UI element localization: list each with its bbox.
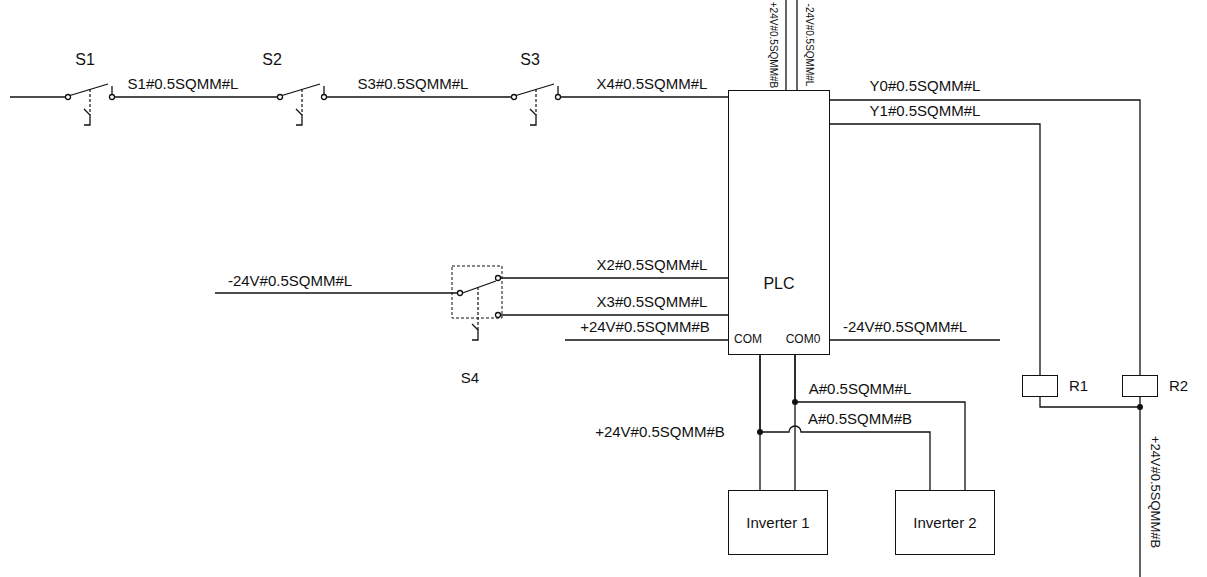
wire-label: S1#0.5SQMM#L — [128, 76, 239, 93]
wire-label: -24V#0.5SQMM#L — [843, 319, 967, 336]
wire-label: X2#0.5SQMM#L — [597, 257, 708, 274]
wire-label: A#0.5SQMM#B — [808, 411, 912, 428]
plc-box: PLC — [728, 90, 830, 355]
switch-name: S1 — [75, 51, 95, 69]
node-title: PLC — [763, 275, 794, 293]
wire-label: X4#0.5SQMM#L — [597, 76, 708, 93]
node-title: Inverter 2 — [913, 514, 976, 531]
wire-label: +24V#0.5SQMM#B — [580, 319, 710, 336]
switch-actuator — [477, 287, 478, 330]
wire-label: Y0#0.5SQMM#L — [870, 78, 981, 95]
wire — [785, 0, 786, 90]
relay-coil: R2 — [1122, 375, 1158, 397]
switch-symbol — [66, 84, 115, 125]
wire — [830, 339, 1000, 340]
wire — [565, 339, 728, 340]
wire-connector — [1040, 397, 1140, 407]
wire-label: -24V#0.5SQMM#L — [228, 273, 352, 290]
wire-connector — [760, 355, 930, 490]
relay-coil: R1 — [1022, 375, 1058, 397]
wire — [561, 96, 729, 97]
switch-blade — [463, 281, 497, 293]
switch-actuator — [472, 324, 478, 340]
inverter-box: Inverter 1 — [728, 490, 828, 555]
switch-name: S2 — [262, 51, 282, 69]
switch-name: S3 — [520, 51, 540, 69]
switch-symbol — [512, 84, 561, 125]
wire-label: +24V#0.5SQMM#B — [1148, 436, 1162, 548]
wire — [796, 0, 797, 90]
pin-name: COM0 — [786, 333, 821, 346]
wire-label: +24V#0.5SQMM#B — [595, 424, 725, 441]
wire-label: X3#0.5SQMM#L — [597, 294, 708, 311]
switch-terminal — [496, 313, 501, 318]
relay-name: R1 — [1069, 378, 1088, 395]
wire-connector — [795, 355, 965, 490]
switch-name: S4 — [461, 370, 479, 387]
wire-label: Y1#0.5SQMM#L — [870, 103, 981, 120]
wire — [215, 292, 458, 293]
wire-label: +24V#0.5SQMM#B — [768, 2, 779, 88]
switch-housing — [452, 266, 502, 318]
wire — [1139, 407, 1140, 577]
wire-connector — [830, 124, 1040, 375]
switch-terminal — [458, 291, 463, 296]
relay-name: R2 — [1169, 378, 1188, 395]
wire-connector — [830, 100, 1140, 375]
switch-terminal — [496, 276, 501, 281]
wire-label: -24V#0.5SQMM#L — [804, 4, 815, 87]
pin-name: COM — [734, 333, 762, 346]
wire — [115, 96, 278, 97]
wire — [10, 96, 66, 97]
node-title: Inverter 1 — [746, 514, 809, 531]
inverter-box: Inverter 2 — [895, 490, 995, 555]
wire — [501, 314, 729, 315]
wire-label: A#0.5SQMM#L — [809, 381, 912, 398]
switch-symbol — [278, 84, 327, 125]
wire-label: S3#0.5SQMM#L — [358, 76, 469, 93]
wire — [327, 96, 512, 97]
wire — [501, 277, 729, 278]
